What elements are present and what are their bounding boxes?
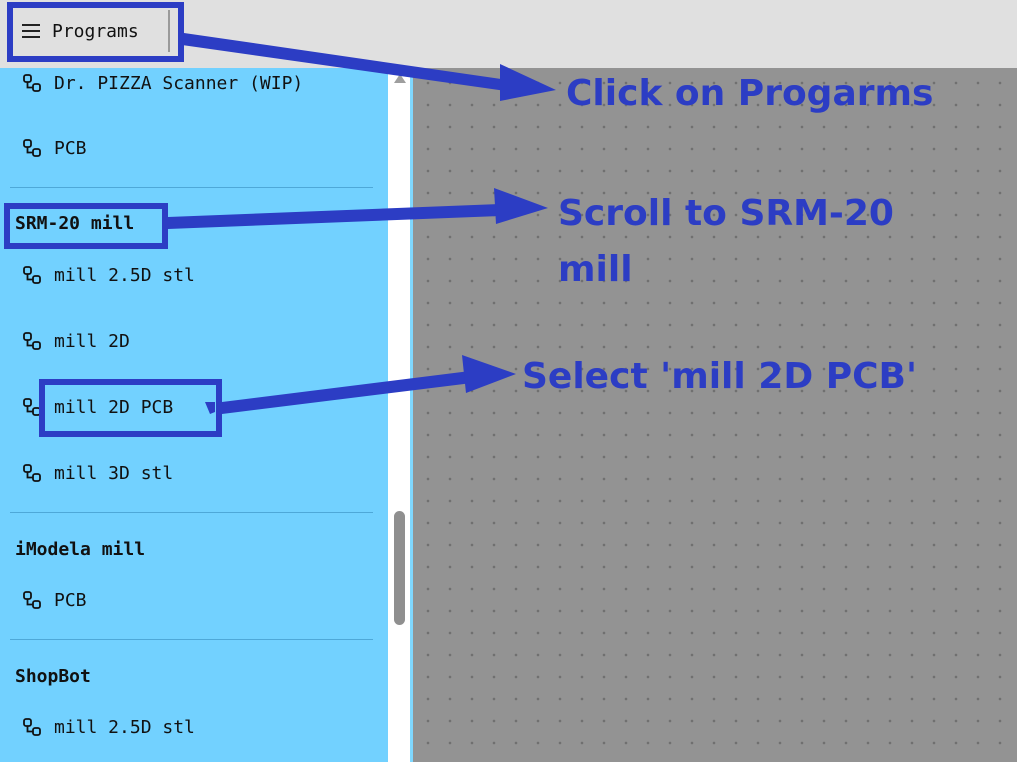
program-item-label: PCB <box>54 137 87 159</box>
program-item-label: Dr. PIZZA Scanner (WIP) <box>54 72 304 94</box>
callout-step2-line1: Scroll to SRM-20 <box>558 193 894 234</box>
program-item-mill-2-5d-stl[interactable]: mill 2.5D stl <box>22 260 195 290</box>
programs-label: Programs <box>52 20 139 42</box>
program-item-pcb[interactable]: PCB <box>22 133 87 163</box>
program-item-mill-2d[interactable]: mill 2D <box>22 326 130 356</box>
callout-step1: Click on Progarms <box>566 73 934 114</box>
scrollbar-thumb[interactable] <box>394 511 405 625</box>
section-divider <box>10 639 373 640</box>
section-title-srm20: SRM-20 mill <box>15 213 135 234</box>
program-item-label: mill 2.5D stl <box>54 264 195 286</box>
node-graph-icon <box>22 331 42 351</box>
workspace-canvas[interactable] <box>413 68 1017 762</box>
panel-divider[interactable] <box>410 68 413 762</box>
program-item-mill-2d-pcb[interactable]: mill 2D PCB <box>22 392 173 422</box>
node-graph-icon <box>22 463 42 483</box>
node-graph-icon <box>22 717 42 737</box>
program-item-mill-3d-stl[interactable]: mill 3D stl <box>22 458 173 488</box>
node-graph-icon <box>22 265 42 285</box>
node-graph-icon <box>22 397 42 417</box>
callout-step2-line2: mill <box>558 249 633 290</box>
programs-menu-button[interactable]: Programs <box>18 10 170 52</box>
program-item-label: mill 2.5D stl <box>54 716 195 738</box>
node-graph-icon <box>22 73 42 93</box>
program-item-label: PCB <box>54 589 87 611</box>
node-graph-icon <box>22 590 42 610</box>
section-divider <box>10 512 373 513</box>
program-item-label: mill 3D stl <box>54 462 174 484</box>
section-title-imodela: iModela mill <box>15 539 146 560</box>
callout-step3: Select 'mill 2D PCB' <box>522 356 917 397</box>
section-title-shopbot: ShopBot <box>15 666 91 687</box>
scroll-up-arrow-icon[interactable] <box>394 74 406 83</box>
program-item-shopbot-mill-2-5d-stl[interactable]: mill 2.5D stl <box>22 712 195 742</box>
program-item-label: mill 2D <box>54 330 130 352</box>
hamburger-menu-icon <box>22 23 40 39</box>
sidebar-scrollbar[interactable] <box>388 68 410 762</box>
section-divider <box>10 187 373 188</box>
top-toolbar: Programs <box>0 0 1017 68</box>
program-item-imodela-pcb[interactable]: PCB <box>22 585 87 615</box>
program-item-dr-pizza-scanner[interactable]: Dr. PIZZA Scanner (WIP) <box>22 68 303 98</box>
program-item-label: mill 2D PCB <box>54 396 174 418</box>
programs-sidebar[interactable]: Dr. PIZZA Scanner (WIP) PCB SRM-20 mill … <box>0 68 388 762</box>
node-graph-icon <box>22 138 42 158</box>
